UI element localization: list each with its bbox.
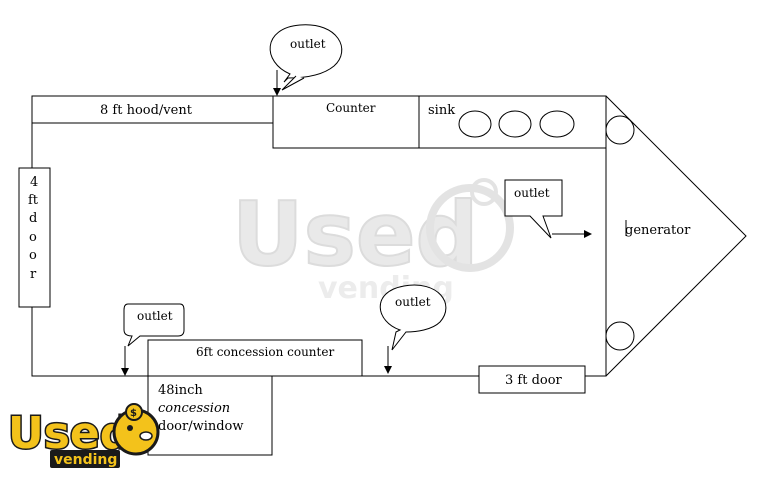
svg-text:r: r: [30, 267, 37, 282]
sink-basin-3: [539, 110, 575, 138]
concession-counter: [147, 339, 363, 377]
svg-text:$: $: [130, 408, 137, 419]
concession-door-label: 48inch concession door/window: [158, 383, 244, 434]
generator-label: generator: [625, 223, 691, 238]
svg-text:concession: concession: [158, 401, 230, 416]
logo-sub: vending: [54, 452, 117, 468]
hood-vent-label: 8 ft hood/vent: [100, 103, 193, 118]
outlet-callout-middle: outlet: [379, 284, 447, 374]
side-door-label: 4 ft d o o r: [28, 175, 39, 282]
wheel-bottom: [605, 321, 635, 351]
watermark: Used vending: [231, 178, 514, 306]
watermark-pig-icon: [426, 184, 514, 272]
side-door-4ft: [18, 167, 51, 308]
sink-basin-1: [458, 110, 492, 138]
counter-label: Counter: [326, 101, 376, 115]
outlet-callout-top: outlet: [269, 24, 343, 96]
generator: generator: [625, 220, 691, 238]
outlet-callout-left: outlet: [121, 303, 185, 376]
wheel-top: [605, 115, 635, 145]
sink-label: sink: [428, 103, 455, 118]
trailer-hitch: [605, 95, 747, 377]
used-vending-logo: Used $ vending: [7, 403, 160, 468]
outlet-callout-right: outlet: [504, 179, 592, 239]
outlet-right-label: outlet: [514, 186, 550, 200]
svg-text:4: 4: [30, 175, 38, 190]
svg-text:ft: ft: [28, 193, 39, 208]
rear-door-label: 3 ft door: [505, 373, 563, 388]
outlet-middle-label: outlet: [395, 295, 431, 309]
svg-text:o: o: [29, 248, 37, 263]
sink-basin-2: [498, 110, 532, 138]
concession-counter-label: 6ft concession counter: [196, 345, 334, 359]
logo-brand: Used: [8, 408, 131, 459]
svg-text:48inch: 48inch: [158, 383, 203, 398]
outlet-left-label: outlet: [137, 309, 173, 323]
svg-text:d: d: [29, 211, 37, 226]
logo-coin-icon: [125, 403, 143, 421]
svg-text:o: o: [29, 230, 37, 245]
rear-door-3ft: [478, 365, 586, 394]
outlet-top-label: outlet: [290, 37, 326, 51]
svg-text:door/window: door/window: [158, 419, 244, 434]
